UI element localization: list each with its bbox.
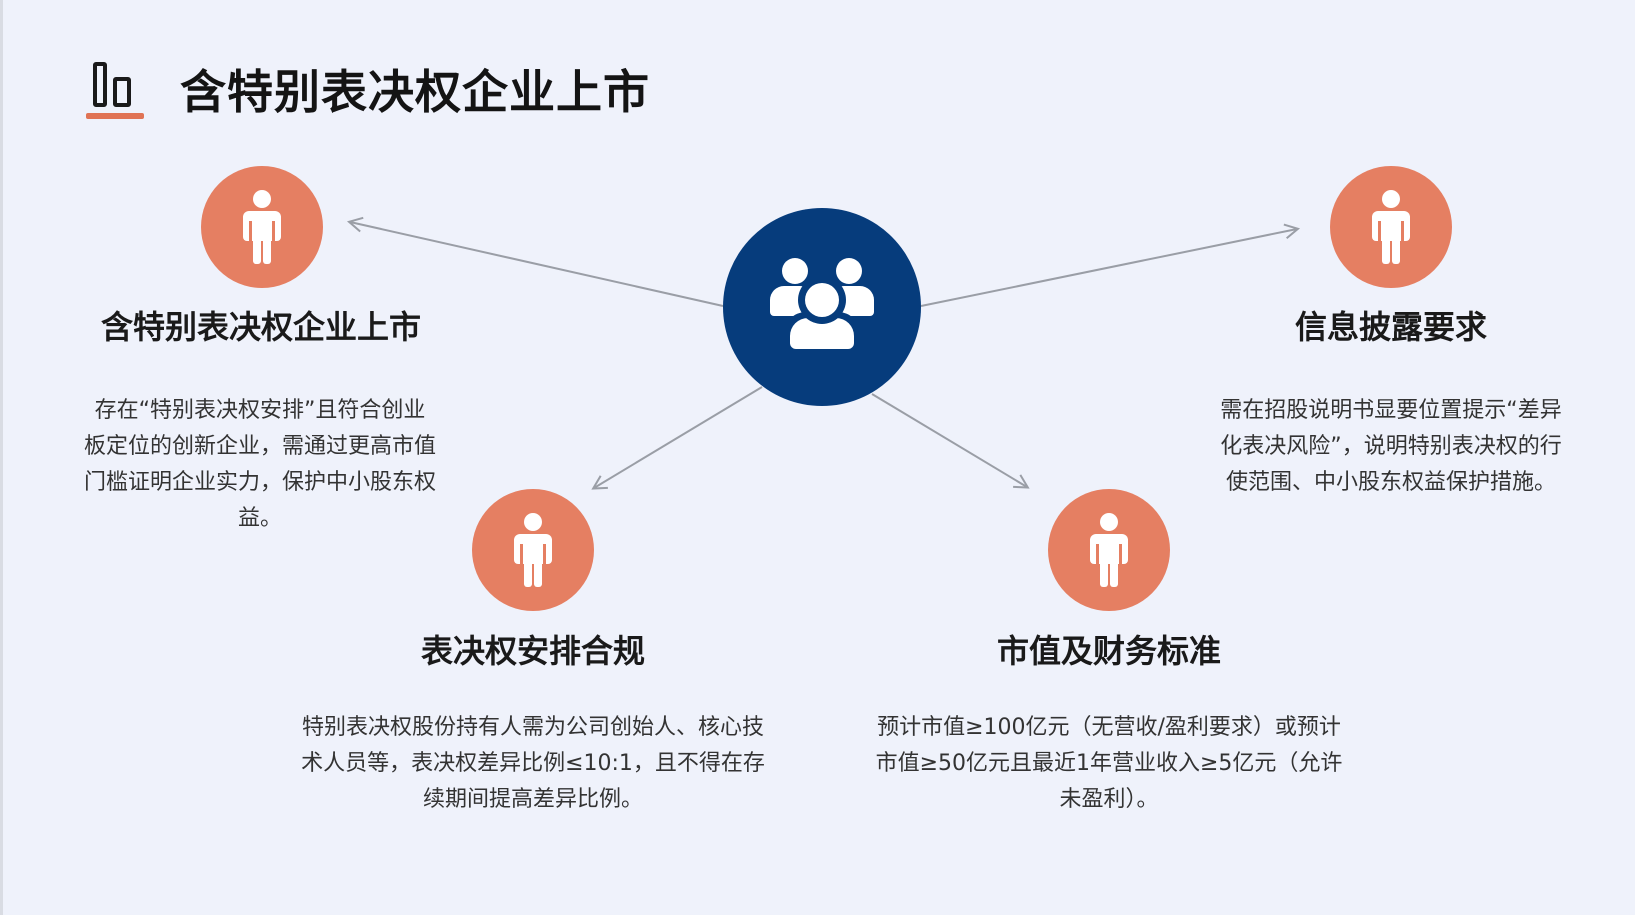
node-1-line: 门槛证明企业实力，保护中小股东权 — [83, 470, 436, 495]
node-3-title: 表决权安排合规 — [420, 632, 645, 670]
node-2-circle — [1330, 166, 1452, 288]
person-icon — [512, 513, 554, 587]
node-4-line: 未盈利）。 — [1059, 787, 1159, 812]
node-1-line: 存在“特别表决权安排”且符合创业 — [94, 398, 426, 423]
node-2-line: 需在招股说明书显要位置提示“差异 — [1220, 398, 1562, 423]
node-4-line: 预计市值≥100亿元（无营收/盈利要求）或预计 — [877, 715, 1341, 740]
node-4-circle — [1048, 489, 1170, 611]
node-2-title: 信息披露要求 — [1294, 308, 1487, 346]
node-3-circle — [472, 489, 594, 611]
bar-chart-icon — [86, 62, 146, 120]
node-1-line: 益。 — [237, 506, 282, 531]
node-2-line: 使范围、中小股东权益保护措施。 — [1225, 470, 1556, 495]
person-icon — [1088, 513, 1130, 587]
user-group-icon — [770, 258, 874, 350]
node-3-line: 续期间提高差异比例。 — [422, 787, 643, 812]
node-3-line: 特别表决权股份持有人需为公司创始人、核心技 — [301, 715, 764, 740]
node-2-line: 化表决风险”，说明特别表决权的行 — [1220, 434, 1562, 459]
center-hub — [723, 208, 921, 406]
node-4-line: 市值≥50亿元且最近1年营业收入≥5亿元（允许 — [875, 751, 1343, 776]
node-3-line: 术人员等，表决权差异比例≤10:1，且不得在存 — [301, 751, 765, 776]
logo-bar-tall — [93, 62, 107, 107]
arrow-to-node-1 — [350, 222, 724, 307]
arrow-to-node-3 — [594, 386, 763, 488]
person-icon — [1370, 190, 1412, 264]
node-1-description: 存在“特别表决权安排”且符合创业 板定位的创新企业，需通过更高市值 门槛证明企业… — [70, 393, 450, 537]
node-4-title: 市值及财务标准 — [996, 632, 1221, 670]
node-2-description: 需在招股说明书显要位置提示“差异 化表决风险”，说明特别表决权的行 使范围、中小… — [1196, 393, 1586, 501]
arrow-to-node-2 — [920, 229, 1297, 307]
node-1-line: 板定位的创新企业，需通过更高市值 — [83, 434, 436, 459]
logo-bar-short — [113, 77, 131, 107]
arrow-to-node-4 — [871, 393, 1027, 487]
page-title: 含特别表决权企业上市 — [180, 65, 650, 119]
node-1-circle — [201, 166, 323, 288]
person-icon — [241, 190, 283, 264]
logo-underline — [86, 113, 144, 119]
node-1-title: 含特别表决权企业上市 — [100, 308, 421, 346]
node-3-description: 特别表决权股份持有人需为公司创始人、核心技 术人员等，表决权差异比例≤10:1，… — [273, 710, 793, 818]
node-4-description: 预计市值≥100亿元（无营收/盈利要求）或预计 市值≥50亿元且最近1年营业收入… — [849, 710, 1369, 818]
slide-left-border — [0, 0, 3, 915]
